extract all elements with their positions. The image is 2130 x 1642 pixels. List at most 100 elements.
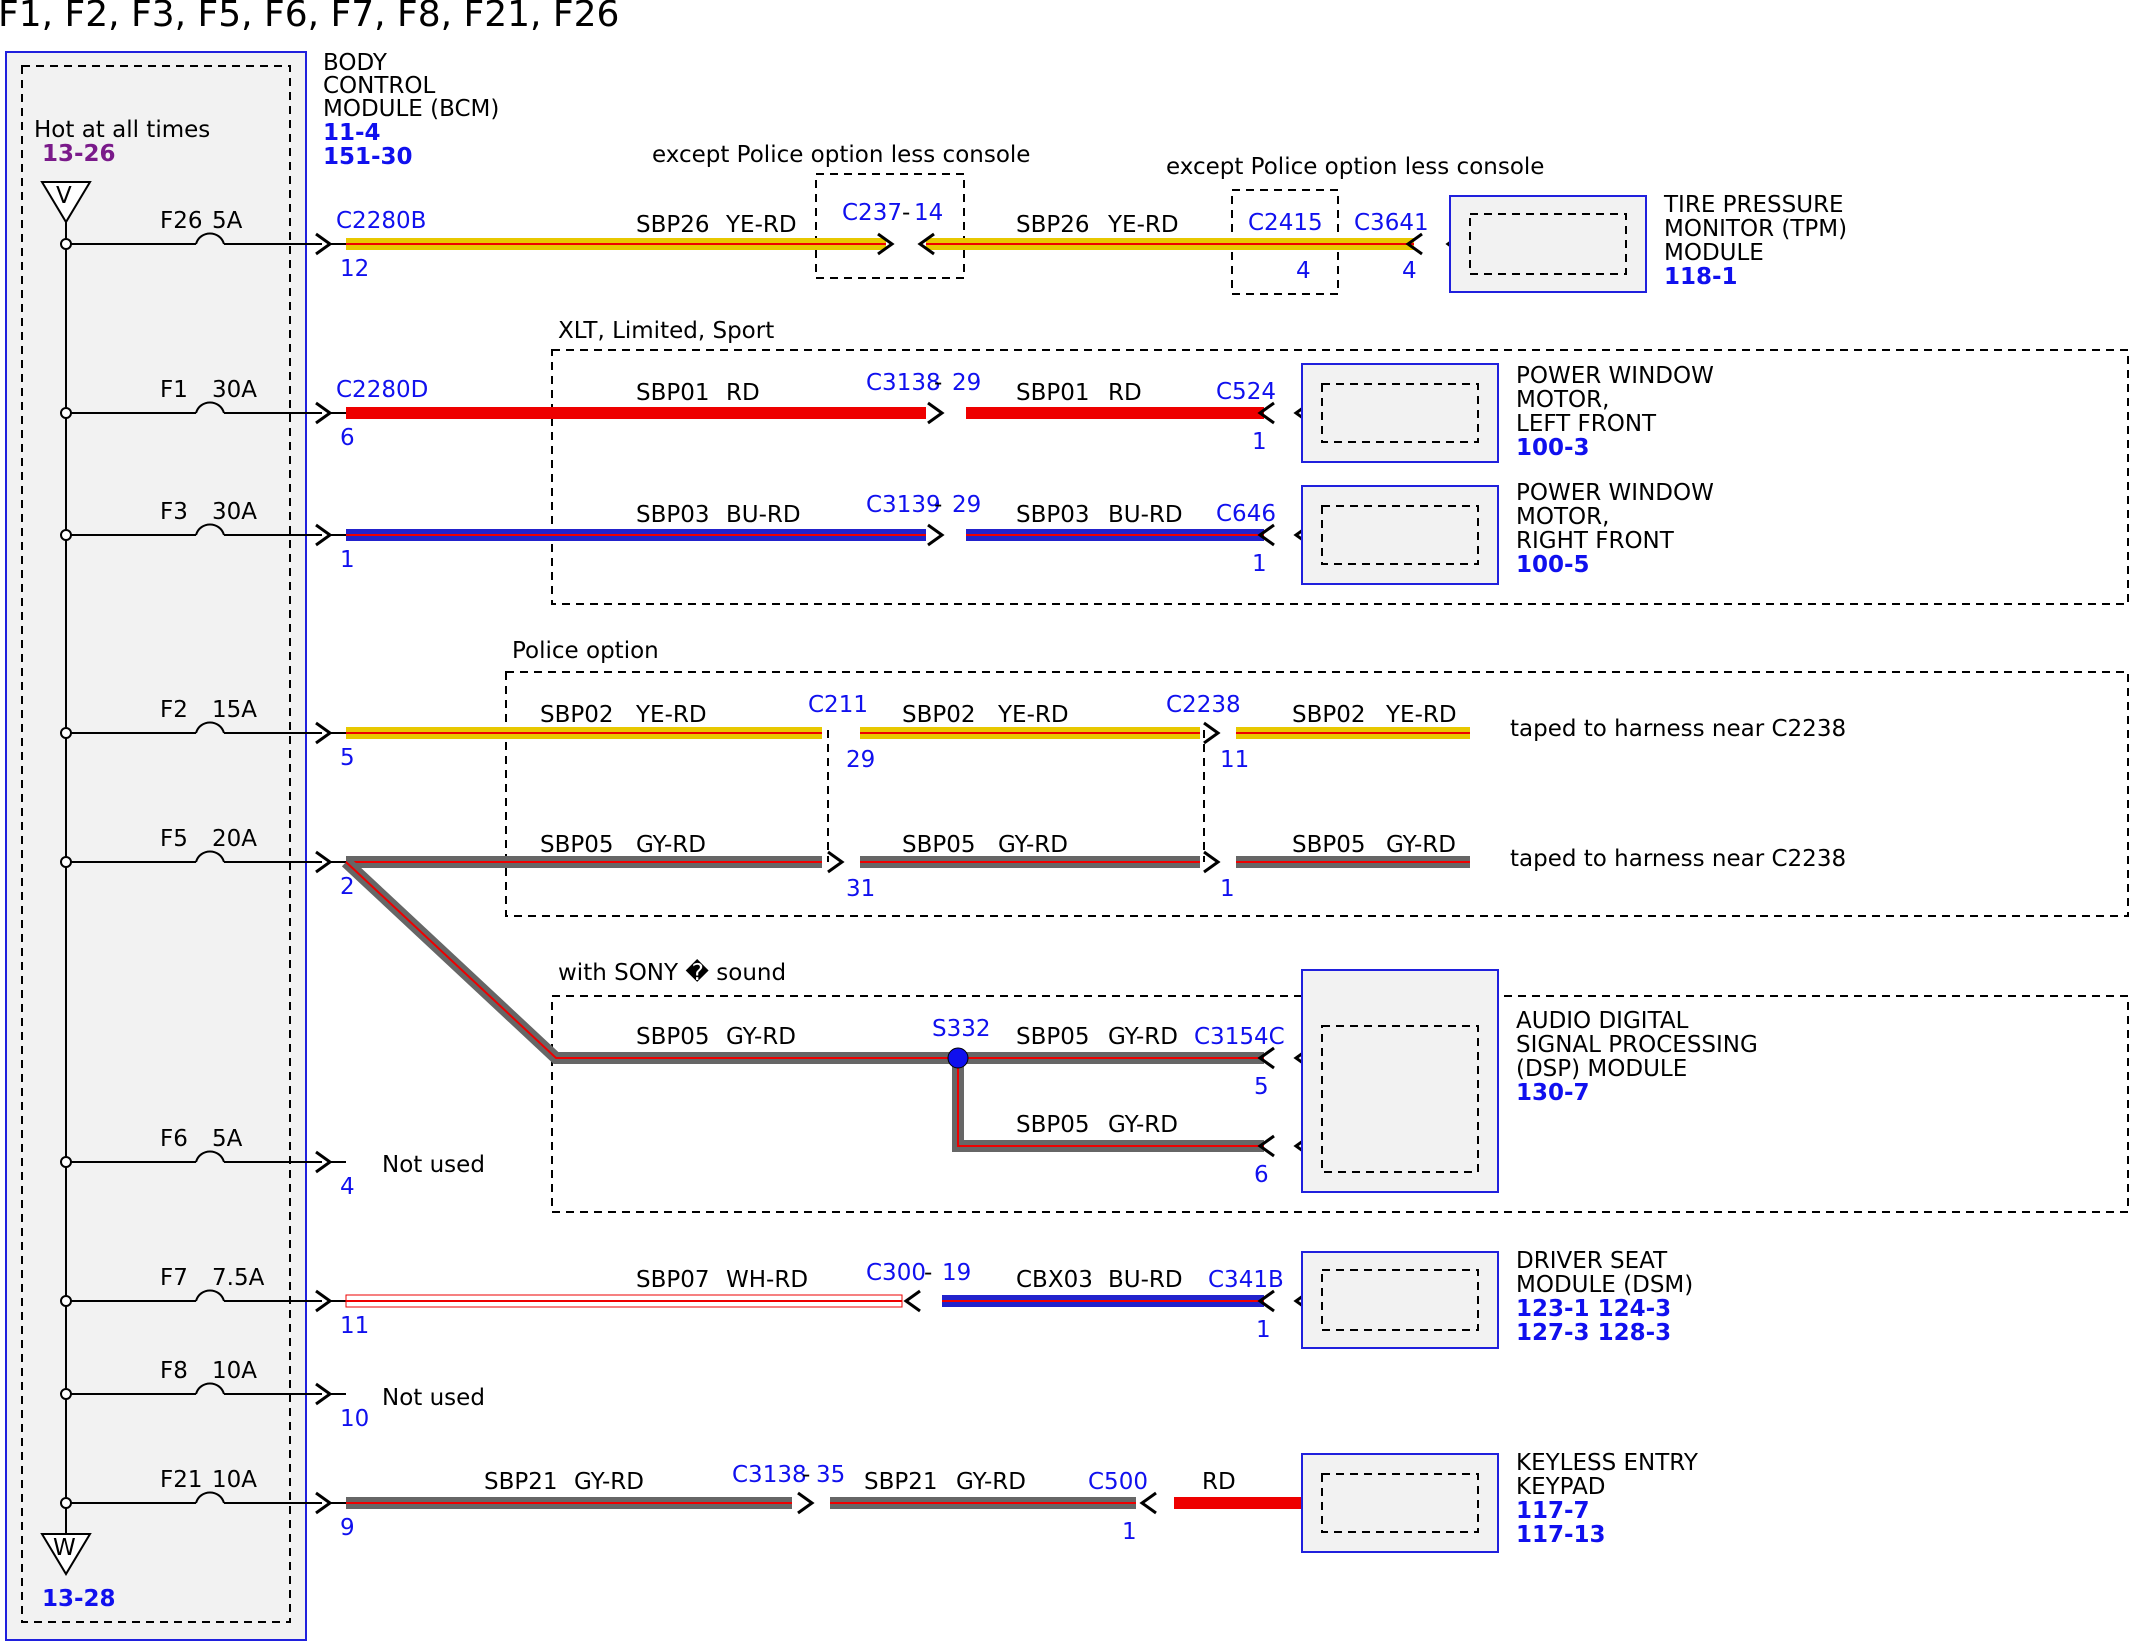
connector-pin: 1: [1252, 429, 1267, 455]
wire-sbp01-rd[interactable]: [966, 407, 1264, 419]
connector-label-c211[interactable]: C211: [808, 692, 868, 718]
wire-sbp26-ye-rd[interactable]: [346, 238, 886, 250]
wire-cbx03-bu-rd[interactable]: [942, 1295, 1264, 1307]
wire-sbp21-gy-rd[interactable]: [346, 1497, 792, 1509]
module-keyless-entry-keypad[interactable]: [1301, 1453, 1499, 1553]
fuse-name: F1: [160, 377, 188, 403]
bus-junction: [60, 1295, 72, 1307]
connector-label-c2280b[interactable]: C2280B: [336, 208, 426, 234]
not-used-label: Not used: [382, 1385, 485, 1411]
fuse-name: F5: [160, 826, 188, 852]
fuse-rating: 7.5A: [212, 1265, 265, 1291]
connector-label-c237[interactable]: C237: [842, 200, 902, 226]
bcm-pin-number: 5: [340, 745, 355, 771]
module-power-window-right-front[interactable]: [1301, 485, 1499, 585]
wire-sbp05-gy-rd[interactable]: [346, 856, 822, 868]
bcm-inner-dashed: [21, 65, 291, 1623]
bcm-ref[interactable]: 11-4: [323, 120, 381, 146]
fuse-symbol[interactable]: [195, 721, 225, 734]
module-ref[interactable]: 100-3: [1516, 435, 1590, 461]
wire-color: BU-RD: [726, 502, 801, 528]
wire-sbp26-ye-rd[interactable]: [926, 238, 1414, 250]
wires: [341, 238, 1470, 1509]
connector-label-c3138[interactable]: C3138: [732, 1462, 807, 1488]
module-ref[interactable]: 117-13: [1516, 1522, 1606, 1548]
bcm-ref[interactable]: 151-30: [323, 144, 413, 170]
wire-sbp02-ye-rd[interactable]: [346, 727, 822, 739]
module-driver-seat[interactable]: [1301, 1251, 1499, 1349]
fuse-symbol[interactable]: [195, 1491, 225, 1504]
fuse-name: F6: [160, 1126, 188, 1152]
module-label: AUDIO DIGITAL SIGNAL PROCESSING (DSP) MO…: [1516, 1008, 1765, 1082]
module-ref[interactable]: 118-1: [1664, 264, 1738, 290]
connector-label-c3139[interactable]: C3139: [866, 492, 941, 518]
wire-sbp01-rd[interactable]: [346, 407, 926, 419]
connector-label-c524[interactable]: C524: [1216, 379, 1276, 405]
option-label: Police option: [512, 638, 659, 664]
wire-color: GY-RD: [636, 832, 706, 858]
wire-color: BU-RD: [1108, 1267, 1183, 1293]
wire-rd[interactable]: [1174, 1497, 1304, 1509]
connector-arrow: [927, 401, 945, 425]
connector-arrow: [1257, 1134, 1275, 1158]
power-source-triangle: [40, 181, 92, 224]
bus-junction: [60, 407, 72, 419]
splice-s332-dot[interactable]: [947, 1047, 969, 1069]
wire-sbp02-ye-rd[interactable]: [1236, 727, 1470, 739]
fuse-symbol[interactable]: [195, 1150, 225, 1163]
connector-label-c646[interactable]: C646: [1216, 501, 1276, 527]
module-label: POWER WINDOW MOTOR, LEFT FRONT: [1516, 363, 1721, 437]
module-ref[interactable]: 127-3 128-3: [1516, 1320, 1671, 1346]
taped-note: taped to harness near C2238: [1510, 846, 1846, 872]
connector-label-c3154c[interactable]: C3154C: [1194, 1024, 1285, 1050]
wire-sbp05-gy-rd-branch[interactable]: [341, 857, 1264, 1152]
ground-ref[interactable]: 13-28: [42, 1586, 116, 1612]
connector-label-c300[interactable]: C300: [866, 1260, 926, 1286]
wire-sbp21-gy-rd[interactable]: [830, 1497, 1136, 1509]
fuse-symbol[interactable]: [195, 401, 225, 414]
fuse-symbol[interactable]: [195, 1382, 225, 1395]
connector-pin: 6: [1254, 1162, 1269, 1188]
module-label: DRIVER SEAT MODULE (DSM): [1516, 1248, 1693, 1298]
connector-label-c2238[interactable]: C2238: [1166, 692, 1241, 718]
fuse-symbol[interactable]: [195, 850, 225, 863]
fuse-symbol[interactable]: [195, 1289, 225, 1302]
connector-arrow: [1203, 721, 1221, 745]
connector-label-c2415[interactable]: C2415: [1248, 210, 1323, 236]
module-dsp[interactable]: [1301, 969, 1499, 1193]
wire-sbp03-bu-rd[interactable]: [966, 529, 1264, 541]
fuse-rating: 30A: [212, 377, 257, 403]
wire-sbp02-ye-rd[interactable]: [860, 727, 1200, 739]
connector-label-c500[interactable]: C500: [1088, 1469, 1148, 1495]
wire-sbp07-wh-rd[interactable]: [345, 1294, 903, 1308]
connector-pin: 29: [846, 747, 875, 773]
wire-label: SBP01: [636, 380, 710, 406]
connector-label-c3138[interactable]: C3138: [866, 370, 941, 396]
hot-ref[interactable]: 13-26: [42, 141, 116, 167]
connector-label-c341b[interactable]: C341B: [1208, 1267, 1284, 1293]
module-ref[interactable]: 123-1 124-3: [1516, 1296, 1671, 1322]
wire-label: SBP05: [902, 832, 976, 858]
connector-arrow: [1203, 850, 1221, 874]
module-ref[interactable]: 117-7: [1516, 1498, 1590, 1524]
wire-sbp05-gy-rd[interactable]: [1236, 856, 1470, 868]
fuse-symbol[interactable]: [195, 523, 225, 536]
connector-arrow: [1257, 523, 1275, 547]
connector-label-c2280d[interactable]: C2280D: [336, 377, 428, 403]
module-ref[interactable]: 100-5: [1516, 552, 1590, 578]
wire-sbp05-gy-rd[interactable]: [860, 856, 1200, 868]
splice-label-s332[interactable]: S332: [932, 1016, 991, 1042]
wire-color: YE-RD: [997, 702, 1069, 728]
wire-sbp03-bu-rd[interactable]: [346, 529, 926, 541]
module-ref[interactable]: 130-7: [1516, 1080, 1590, 1106]
module-tpm[interactable]: [1449, 195, 1647, 293]
fuse-symbol[interactable]: [195, 232, 225, 245]
wire-color: WH-RD: [726, 1267, 808, 1293]
fuse-rating: 15A: [212, 697, 257, 723]
wire-label: SBP05: [540, 832, 614, 858]
module-power-window-left-front[interactable]: [1301, 363, 1499, 463]
connector-label-c3641[interactable]: C3641: [1354, 210, 1429, 236]
fuse-rating: 5A: [212, 1126, 243, 1152]
